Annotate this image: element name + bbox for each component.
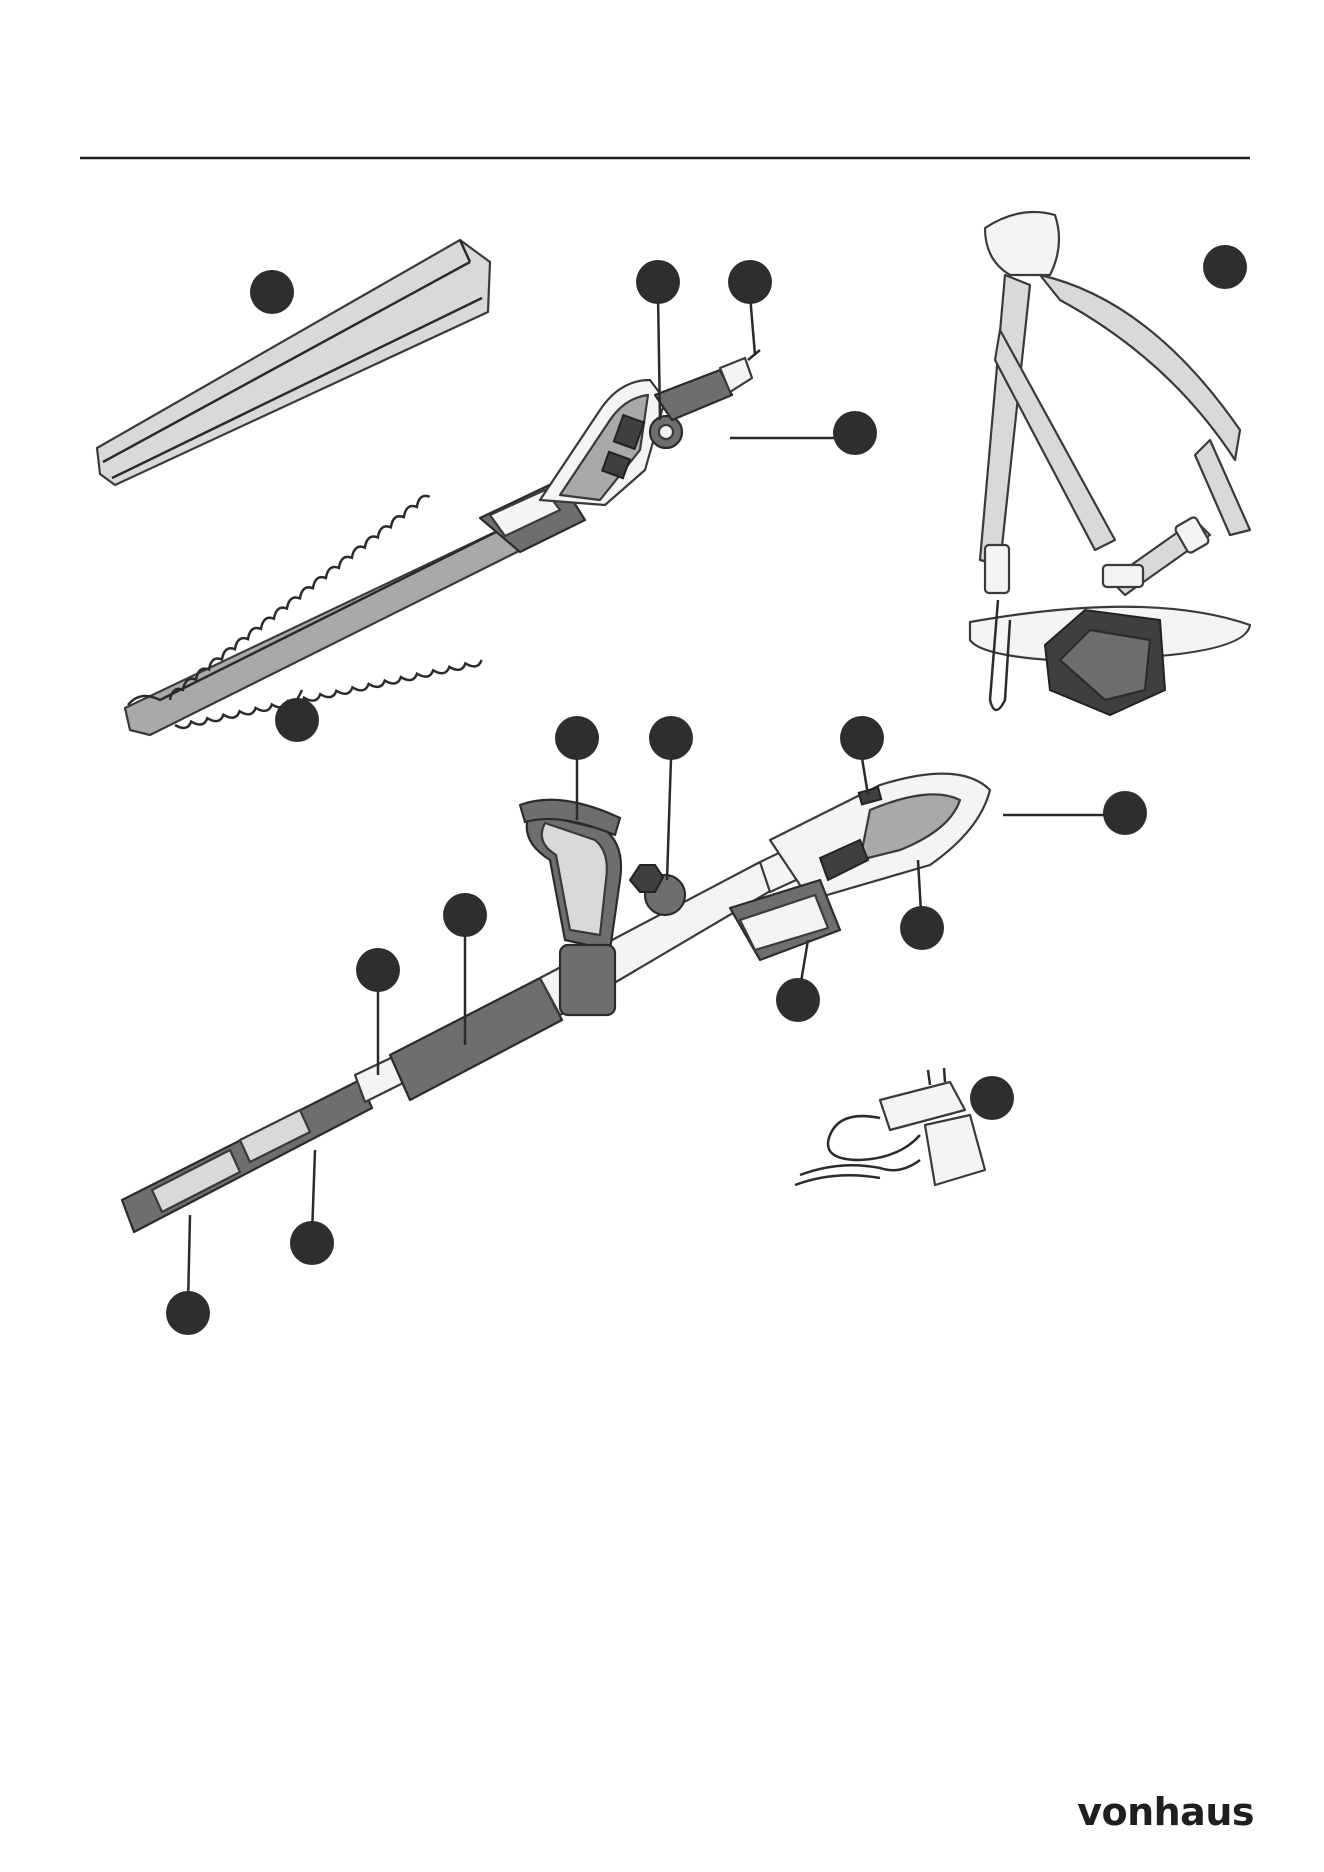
callout-markers (166, 245, 1247, 1335)
blade-cover-illustration (97, 240, 490, 485)
callout-marker-front-handle (555, 716, 599, 760)
callout-marker-power-switch (840, 716, 884, 760)
callout-marker-battery-pack (776, 978, 820, 1022)
pole-unit-illustration (122, 774, 990, 1232)
callout-marker-extension-lock (290, 1221, 334, 1265)
callout-marker-pole-lock-collar (356, 948, 400, 992)
brand-logo: vonhaus (1077, 1790, 1254, 1834)
callout-marker-handle-clamp-knob (649, 716, 693, 760)
callout-marker-rear-handle (1103, 791, 1147, 835)
callout-marker-hedge-head-connector (728, 260, 772, 304)
charger-illustration (795, 1068, 985, 1185)
callout-marker-blade-cover (250, 270, 294, 314)
callout-marker-pole-coupling (166, 1291, 210, 1335)
callout-marker-hedge-head-body (833, 411, 877, 455)
callout-marker-charger (970, 1076, 1014, 1120)
callout-marker-harness (1203, 245, 1247, 289)
callout-marker-hedge-blade (275, 698, 319, 742)
harness-illustration (970, 212, 1250, 715)
callout-marker-hedge-head-knob (636, 260, 680, 304)
callout-marker-trigger (900, 906, 944, 950)
callout-marker-telescopic-pole (443, 893, 487, 937)
